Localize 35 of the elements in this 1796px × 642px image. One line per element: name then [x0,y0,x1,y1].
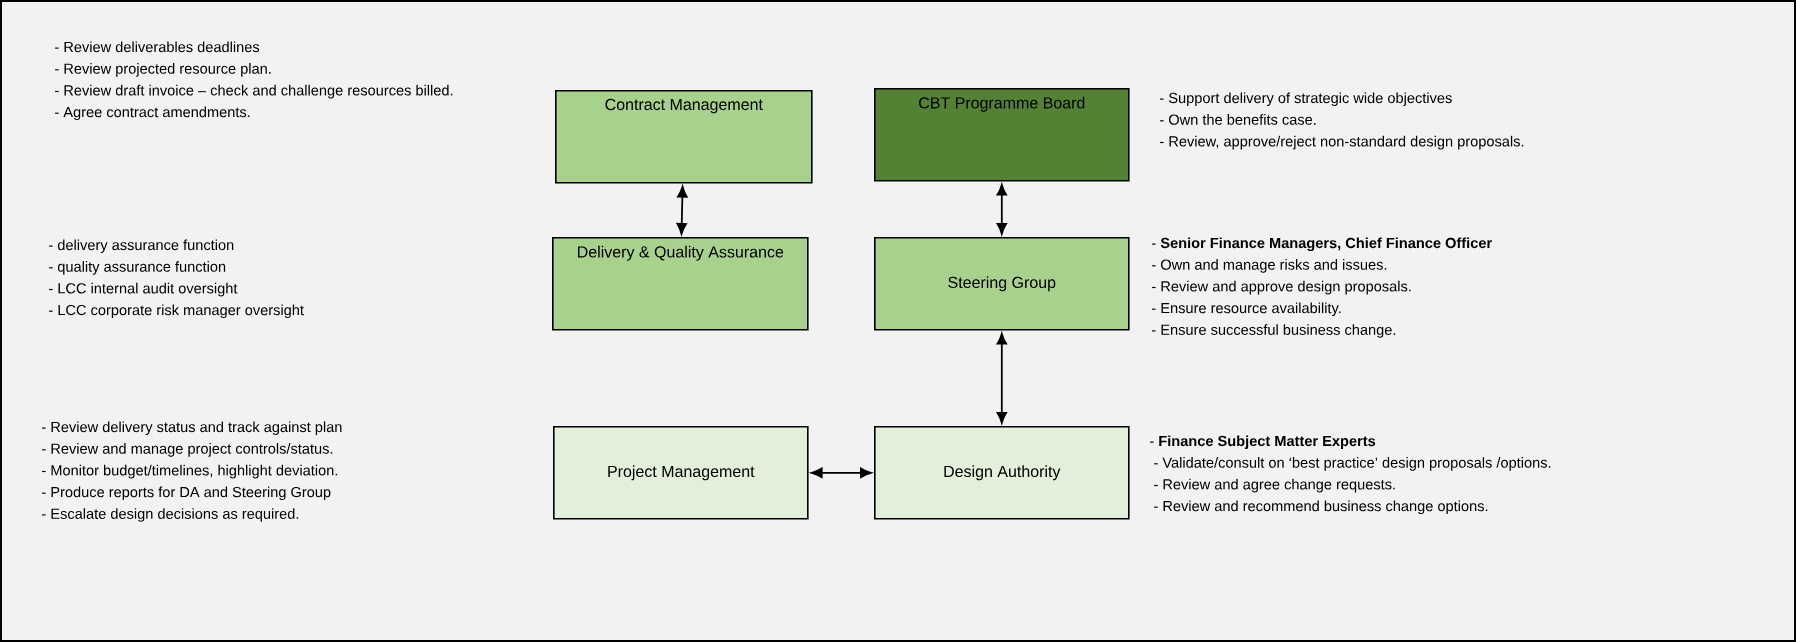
bullet-note: - Review and approve design proposals. [1152,280,1411,295]
bullet-note: - Ensure successful business change. [1152,324,1396,338]
bullet-note: - Escalate design decisions as required. [42,508,299,522]
bullet-note: - quality assurance function [49,261,226,275]
bullet-note: - Monitor budget/timelines, highlight deviation. [42,464,338,479]
bullet-note: - Review delivery status and track against plan [42,421,342,435]
bullet-note: - delivery assurance function [49,239,234,253]
arrow [676,185,688,235]
arrow [996,332,1008,424]
arrow [996,183,1008,235]
bullet-note: - Senior Finance Managers, Chief Finance Officer [1152,237,1492,252]
bullet-note: - Produce reports for DA and Steering Group [42,486,331,501]
bullet-note: - Review projected resource plan. [55,63,271,77]
bullet-note: - Agree contract amendments. [55,106,250,121]
bullet-note: - LCC internal audit oversight [49,282,238,297]
bullet-note: - Support delivery of strategic wide objectives [1160,92,1452,106]
bullet-note: - Review draft invoice – check and challenge resources billed. [55,84,453,99]
bullet-note: - Review, approve/reject non-standard design proposals. [1160,135,1524,150]
bullet-note: - LCC corporate risk manager oversight [49,304,304,319]
process-box: Contract Management [555,90,813,184]
process-box: Project Management [553,426,809,520]
process-box: Steering Group [874,237,1130,331]
bullet-note: - Own and manage risks and issues. [1152,259,1387,273]
bullet-note: - Ensure resource availability. [1152,302,1341,317]
bullet-note: - Review and manage project controls/status. [42,443,333,457]
arrow [811,467,872,478]
bullet-note: - Review and recommend business change options. [1154,500,1488,515]
bullet-note: - Review and agree change requests. [1154,478,1395,493]
bullet-note: - Validate/consult on ‘best practice’ design proposals /options. [1154,457,1551,471]
process-box: CBT Programme Board [874,88,1130,182]
process-box: Design Authority [874,426,1130,520]
bullet-note: - Own the benefits case. [1160,114,1316,125]
bullet-note: - Finance Subject Matter Experts [1150,435,1376,449]
process-box: Delivery & Quality Assurance [552,237,809,331]
bullet-note: - Review deliverables deadlines [55,41,260,53]
